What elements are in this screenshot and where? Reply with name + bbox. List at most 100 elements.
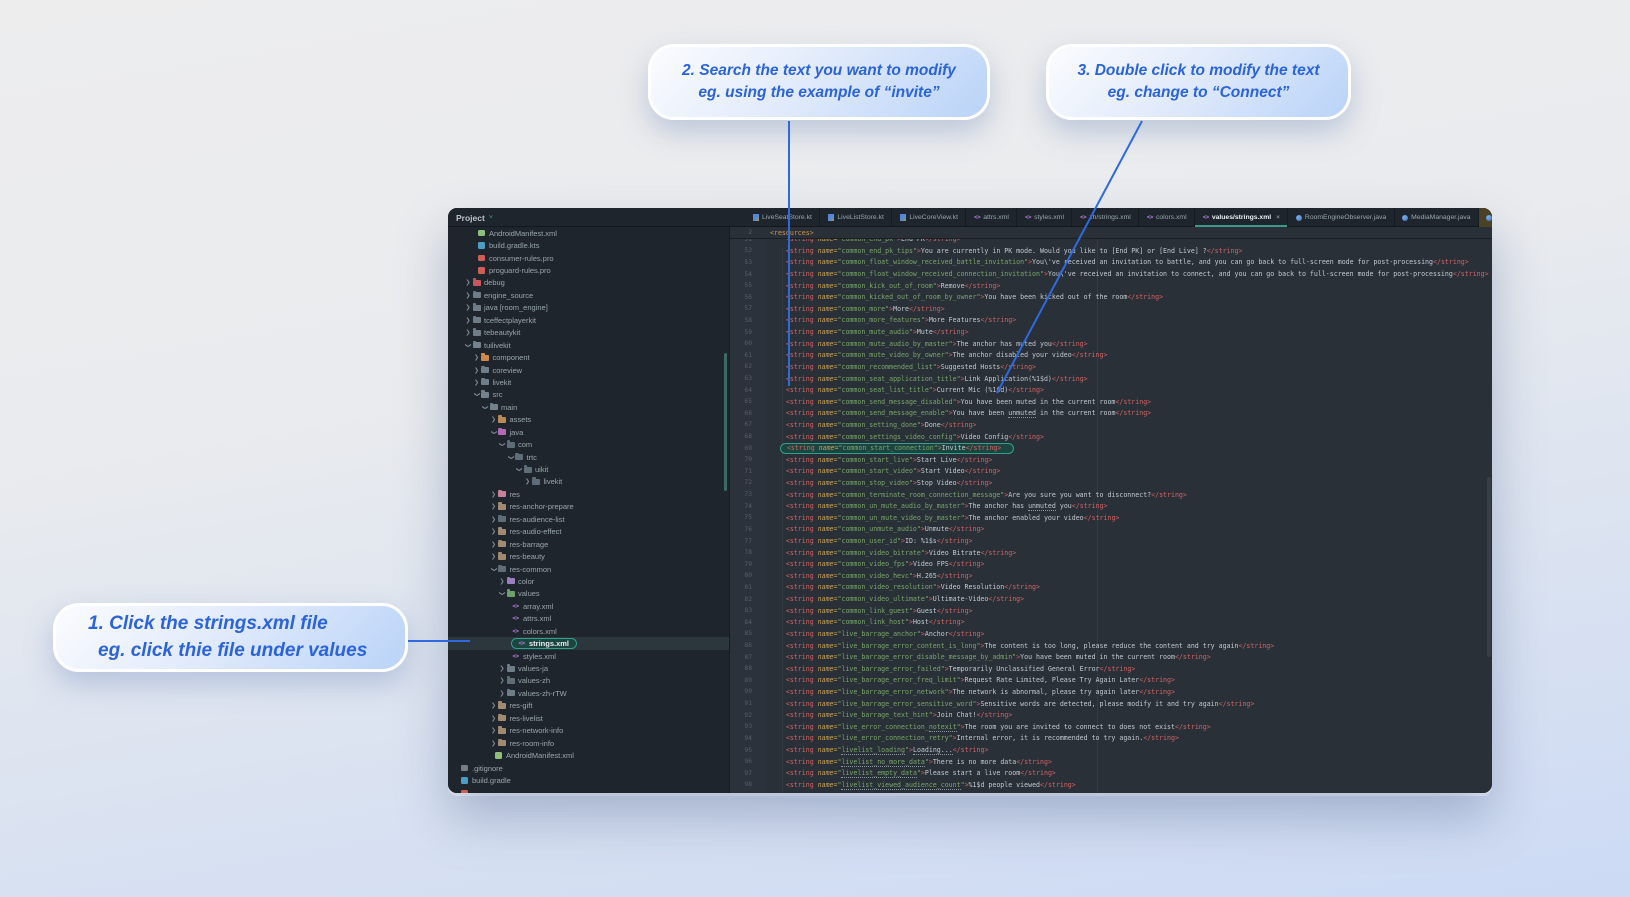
chevron-expanded-icon[interactable]: ❯	[473, 392, 479, 398]
tree-item-coreview[interactable]: ❯coreview	[448, 364, 729, 376]
code-line-57[interactable]: 57 <string name="common_more">More</stri…	[730, 303, 1492, 315]
chevron-collapsed-icon[interactable]: ❯	[499, 666, 505, 673]
code-line-64[interactable]: 64 <string name="common_seat_list_title"…	[730, 384, 1492, 396]
code-line-98[interactable]: 98 <string name="livelist_viewed_audienc…	[730, 779, 1492, 791]
chevron-expanded-icon[interactable]: ❯	[515, 467, 522, 473]
editor-scrollbar[interactable]	[1487, 477, 1491, 657]
code-line-65[interactable]: 65 <string name="common_send_message_dis…	[730, 396, 1492, 408]
tree-item-res-audio-effect[interactable]: ❯res-audio-effect	[448, 526, 729, 538]
tree-item-unknown[interactable]	[448, 787, 729, 793]
chevron-collapsed-icon[interactable]: ❯	[490, 554, 497, 561]
tree-item-values-ja[interactable]: ❯values-ja	[448, 662, 729, 674]
tree-item-tceffectplayerkit[interactable]: ❯tceffectplayerkit	[448, 314, 729, 326]
code-line-59[interactable]: 59 <string name="common_mute_audio">Mute…	[730, 326, 1492, 338]
code-line-60[interactable]: 60 <string name="common_mute_audio_by_ma…	[730, 338, 1492, 350]
code-line-89[interactable]: 89 <string name="live_barrage_error_freq…	[730, 675, 1492, 687]
chevron-collapsed-icon[interactable]: ❯	[490, 715, 497, 722]
tree-item-proguard-rules-pro[interactable]: proguard-rules.pro	[448, 264, 729, 276]
code-line-66[interactable]: 66 <string name="common_send_message_ena…	[730, 408, 1492, 420]
tree-item-build-gradle-kts[interactable]: build.gradle.kts	[448, 239, 729, 251]
tab-attrs-xml[interactable]: <>attrs.xml	[966, 208, 1018, 227]
tree-scrollbar[interactable]	[723, 353, 727, 491]
code-line-94[interactable]: 94 <string name="live_error_connection_r…	[730, 733, 1492, 745]
code-line-67[interactable]: 67 <string name="common_setting_done">Do…	[730, 419, 1492, 431]
code-line-69[interactable]: 69<string name="common_start_connection"…	[730, 442, 1492, 454]
tree-item-res-beauty[interactable]: ❯res-beauty	[448, 550, 729, 562]
code-line-95[interactable]: 95 <string name="livelist_loading">Loadi…	[730, 744, 1492, 756]
chevron-collapsed-icon[interactable]: ❯	[465, 317, 471, 324]
chevron-collapsed-icon[interactable]: ❯	[473, 379, 480, 386]
chevron-collapsed-icon[interactable]: ❯	[465, 280, 471, 287]
code-line-90[interactable]: 90 <string name="live_barrage_error_netw…	[730, 686, 1492, 698]
tree-item-color[interactable]: ❯color	[448, 575, 729, 587]
tree-item-androidmanifest-xml[interactable]: AndroidManifest.xml	[448, 227, 729, 239]
code-line-81[interactable]: 81 <string name="common_video_resolution…	[730, 582, 1492, 594]
code-line-80[interactable]: 80 <string name="common_video_hevc">H.26…	[730, 570, 1492, 582]
chevron-collapsed-icon[interactable]: ❯	[490, 728, 497, 735]
code-line-79[interactable]: 79 <string name="common_video_fps">Video…	[730, 558, 1492, 570]
code-line-2[interactable]: 2<resources>	[730, 227, 1492, 239]
highlighted-string-invite[interactable]: <string name="common_start_connection">I…	[779, 442, 1015, 454]
chevron-collapsed-icon[interactable]: ❯	[490, 504, 497, 511]
project-selector[interactable]: Project ˅	[448, 208, 745, 227]
tree-item-res-livelist[interactable]: ❯res-livelist	[448, 712, 729, 724]
chevron-collapsed-icon[interactable]: ❯	[490, 740, 497, 747]
code-line-85[interactable]: 85 <string name="live_barrage_anchor">An…	[730, 628, 1492, 640]
code-line-92[interactable]: 92 <string name="live_barrage_text_hint"…	[730, 709, 1492, 721]
code-line-68[interactable]: 68 <string name="common_settings_video_c…	[730, 431, 1492, 443]
tree-item-main[interactable]: ❯main	[448, 401, 729, 413]
code-line-84[interactable]: 84 <string name="common_link_host">Host<…	[730, 617, 1492, 629]
tab-styles-xml[interactable]: <>styles.xml	[1017, 208, 1073, 227]
code-line-97[interactable]: 97 <string name="livelist_empty_data">Pl…	[730, 767, 1492, 779]
code-line-61[interactable]: 61 <string name="common_mute_video_by_ow…	[730, 349, 1492, 361]
editor[interactable]: 2<resources>51 <string name="common_end_…	[730, 227, 1492, 793]
tree-item-component[interactable]: ❯component	[448, 351, 729, 363]
tab-liveliststore-kt[interactable]: LiveListStore.kt	[820, 208, 893, 227]
code-line-96[interactable]: 96 <string name="livelist_no_more_data">…	[730, 756, 1492, 768]
tree-item-res-gift[interactable]: ❯res-gift	[448, 700, 729, 712]
code-line-83[interactable]: 83 <string name="common_link_guest">Gues…	[730, 605, 1492, 617]
tab-mediamanager-java[interactable]: MediaManager.java	[1395, 208, 1479, 227]
chevron-collapsed-icon[interactable]: ❯	[465, 292, 471, 299]
chevron-expanded-icon[interactable]: ❯	[464, 342, 471, 348]
code-line-77[interactable]: 77 <string name="common_user_id">ID: %1$…	[730, 535, 1492, 547]
tree-item-trtc[interactable]: ❯trtc	[448, 451, 729, 463]
tree-item-build-gradle[interactable]: build.gradle	[448, 774, 729, 786]
tree-item-consumer-rules-pro[interactable]: consumer-rules.pro	[448, 252, 729, 264]
tab-livecoreview-kt[interactable]: LiveCoreView.kt	[892, 208, 967, 227]
tree-item-values-zh-rtw[interactable]: ❯values-zh-rTW	[448, 687, 729, 699]
tab-colors-xml[interactable]: <>colors.xml	[1139, 208, 1196, 227]
chevron-expanded-icon[interactable]: ❯	[498, 442, 505, 448]
tree-item-src[interactable]: ❯src	[448, 389, 729, 401]
chevron-expanded-icon[interactable]: ❯	[498, 591, 505, 597]
code-line-56[interactable]: 56 <string name="common_kicked_out_of_ro…	[730, 291, 1492, 303]
code-line-88[interactable]: 88 <string name="live_barrage_error_fail…	[730, 663, 1492, 675]
tab-system-java[interactable]: System.java	[1478, 208, 1492, 227]
code-line-51[interactable]: 51 <string name="common_end_pk">End PK</…	[730, 239, 1492, 245]
tree-item-java[interactable]: ❯java	[448, 426, 729, 438]
tree-item-attrs-xml[interactable]: <>attrs.xml	[448, 613, 729, 625]
tree-item-engine-source[interactable]: ❯engine_source	[448, 289, 729, 301]
code-line-72[interactable]: 72 <string name="common_stop_video">Stop…	[730, 477, 1492, 489]
tree-item-values[interactable]: ❯values	[448, 588, 729, 600]
chevron-collapsed-icon[interactable]: ❯	[499, 690, 505, 697]
chevron-collapsed-icon[interactable]: ❯	[473, 367, 480, 374]
chevron-collapsed-icon[interactable]: ❯	[490, 541, 497, 548]
tree-item-res-barrage[interactable]: ❯res-barrage	[448, 538, 729, 550]
code-line-75[interactable]: 75 <string name="common_un_mute_video_by…	[730, 512, 1492, 524]
tab-zh-strings-xml[interactable]: <>zh/strings.xml	[1072, 208, 1140, 227]
chevron-collapsed-icon[interactable]: ❯	[490, 703, 497, 710]
chevron-expanded-icon[interactable]: ❯	[507, 454, 513, 460]
tree-item-java-room-engine-[interactable]: ❯java [room_engine]	[448, 302, 729, 314]
code-line-76[interactable]: 76 <string name="common_unmute_audio">Un…	[730, 524, 1492, 536]
chevron-collapsed-icon[interactable]: ❯	[490, 529, 497, 536]
tree-item-res[interactable]: ❯res	[448, 488, 729, 500]
tree-item--gitignore[interactable]: .gitignore	[448, 762, 729, 774]
close-icon[interactable]: ×	[1276, 214, 1280, 221]
chevron-expanded-icon[interactable]: ❯	[490, 566, 496, 572]
chevron-collapsed-icon[interactable]: ❯	[465, 305, 471, 312]
chevron-collapsed-icon[interactable]: ❯	[490, 417, 497, 424]
chevron-collapsed-icon[interactable]: ❯	[473, 355, 480, 362]
tab-liveseatstore-kt[interactable]: LiveSeatStore.kt	[745, 208, 821, 227]
tree-item-livekit[interactable]: ❯livekit	[448, 376, 729, 388]
